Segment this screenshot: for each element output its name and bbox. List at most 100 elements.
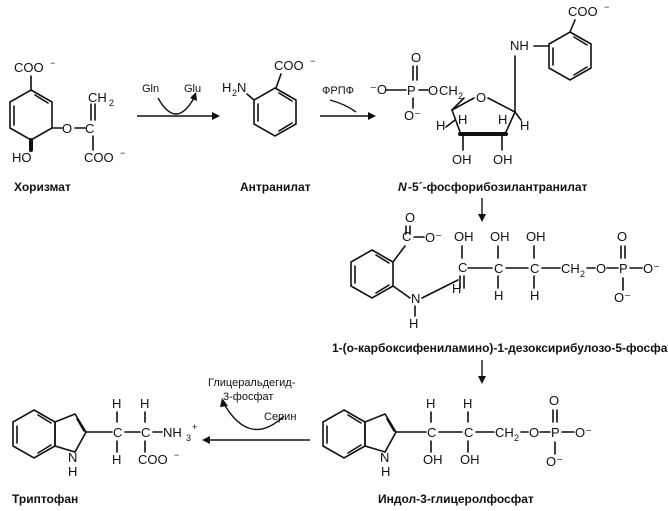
svg-text:H: H [140,396,149,411]
svg-text:OH: OH [493,152,513,167]
svg-text:H: H [426,396,435,411]
svg-text:O: O [529,425,539,440]
svg-text:H: H [494,288,503,303]
svg-text:CH: CH [495,425,514,440]
svg-text:NH: NH [163,425,182,440]
igp-name: Индол-3-глицеролфосфат [378,492,534,506]
svg-text:2: 2 [458,91,463,101]
svg-text:⁻O: ⁻O [370,82,387,97]
chorismate-name: Хоризмат [14,180,71,194]
svg-text:H: H [530,288,539,303]
svg-text:O: O [405,210,415,225]
anthranilate-h2n-n: N [237,80,246,95]
prpa-name-prefix: N [398,180,407,194]
anthranilate-name: Антранилат [240,180,311,194]
prpa-nh: NH [510,38,529,53]
svg-text:O: O [411,50,421,65]
igp-p: P [551,425,560,440]
svg-text:H: H [68,464,77,479]
chorismate-structure: COO − O C CH 2 COO − HO Хоризмат [9,58,125,194]
svg-text:H: H [409,316,418,331]
cdrp-p: P [619,261,628,276]
svg-text:OH: OH [490,229,510,244]
svg-text:2: 2 [514,433,519,443]
svg-text:COO: COO [568,4,598,19]
svg-text:H: H [452,281,461,296]
svg-text:2: 2 [580,269,585,279]
anthranilate-structure: COO − H 2 N Антранилат [222,56,315,194]
svg-text:H: H [436,118,445,133]
tryptophan-structure: N H C H H C H NH 3 + COO − Триптофан [12,396,197,506]
svg-text:−: − [310,56,315,66]
glu-label: Glu [184,83,201,95]
svg-text:C: C [458,260,467,275]
arrow-chorismate-to-anthranilate: Gln Glu [137,83,220,120]
arrow-prpa-to-cdrp [478,198,486,222]
svg-text:COO: COO [138,452,168,467]
svg-text:O⁻: O⁻ [614,290,631,305]
svg-text:−: − [174,450,179,460]
svg-text:H: H [112,396,121,411]
anthranilate-h2n-h: H [222,80,231,95]
prpa-name: -5´-фосфорибозилантранилат [408,180,588,194]
chorismate-coo-charge: − [50,58,55,68]
cdrp-structure: C O O⁻ N H H C OH C OH H C OH H CH 2 O P [332,210,668,355]
svg-text:OH: OH [460,452,480,467]
svg-text:H: H [463,396,472,411]
g3p-label-line2: 3-фосфат [223,391,273,403]
serine-label: Серин [264,411,296,423]
prpa-p: P [407,83,416,98]
arrow-cdrp-to-igp [478,360,486,384]
svg-text:OH: OH [423,452,443,467]
svg-text:O⁻: O⁻ [425,230,442,245]
g3p-label-line1: Глицеральдегид- [208,377,296,389]
svg-text:O⁻: O⁻ [575,425,592,440]
tryptophan-name: Триптофан [12,492,78,506]
prpa-structure: O ⁻O P O CH 2 O⁻ O H H H H OH OH NH [370,2,609,194]
svg-text:2: 2 [232,88,237,98]
chorismate-ether-o: O [62,121,72,136]
svg-text:C: C [141,425,150,440]
chorismate-c: C [85,121,94,136]
svg-text:OH: OH [452,152,472,167]
igp-structure: N H C H OH C H OH CH 2 O P O O⁻ O⁻ Индол… [322,393,592,506]
svg-text:O: O [596,261,606,276]
svg-text:O⁻: O⁻ [404,108,421,123]
svg-text:O⁻: O⁻ [546,454,563,469]
svg-text:3: 3 [186,433,191,443]
svg-text:−: − [120,148,125,158]
prpp-label: ФРПФ [322,85,354,97]
chorismate-ch2: CH [88,90,107,105]
prpa-ring-o: O [476,90,486,105]
svg-text:CH: CH [439,83,458,98]
svg-text:N: N [380,450,389,465]
svg-text:C: C [464,425,473,440]
chorismate-side-coo: COO [84,150,114,165]
svg-text:O: O [428,83,438,98]
chorismate-ho: HO [12,150,32,165]
svg-text:O: O [617,229,627,244]
svg-text:N: N [68,450,77,465]
arrow-igp-to-trp: Глицеральдегид- 3-фосфат Серин [202,377,310,444]
chorismate-coo-label: COO [14,60,44,75]
arrow-anthranilate-to-prpa: ФРПФ [320,85,376,120]
gln-label: Gln [142,83,159,95]
cdrp-name: 1-(о-карбоксифениламино)-1-дезоксирибуло… [332,341,668,355]
svg-text:OH: OH [526,229,546,244]
svg-text:H: H [112,452,121,467]
svg-text:H: H [520,118,529,133]
svg-text:COO: COO [274,58,304,73]
svg-text:H: H [498,112,507,127]
svg-text:−: − [604,2,609,12]
svg-text:C: C [113,425,122,440]
svg-text:N: N [411,291,420,306]
svg-text:+: + [192,422,197,432]
svg-text:C: C [530,261,539,276]
svg-text:C: C [494,261,503,276]
svg-text:H: H [381,464,390,479]
svg-text:C: C [427,425,436,440]
svg-text:C: C [402,229,411,244]
svg-text:H: H [458,112,467,127]
